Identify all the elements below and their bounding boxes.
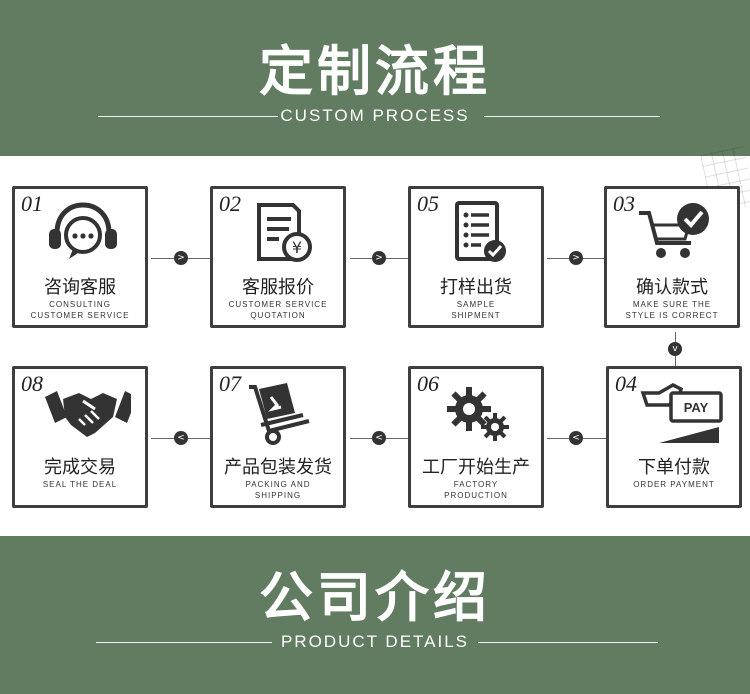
step-subtitle-line: SHIPPING [254, 491, 302, 500]
step-number: 01 [21, 191, 43, 216]
step-card-order-payment: 04 PAY 下单付款 ORDER PAYMENT [606, 366, 742, 508]
divider-right [478, 642, 658, 643]
step-number: 05 [417, 191, 439, 216]
step-subtitle-line: CONSULTING [49, 300, 111, 309]
page-title: 定制流程 [259, 40, 491, 103]
step-subtitle-line: CUSTOMER SERVICE [30, 311, 130, 320]
step-subtitle-line: CUSTOMER SERVICE [228, 300, 328, 309]
step-title: 产品包装发货 [224, 457, 332, 478]
arrow-down-icon: v [668, 342, 682, 356]
step-subtitle-line: ORDER PAYMENT [633, 480, 715, 489]
step-title: 确认款式 [636, 277, 708, 298]
step-subtitle-line: PRODUCTION [444, 491, 508, 500]
step-number: 08 [21, 371, 43, 396]
step-card-confirm-style: 03 确认款式 MAKE SURE THE STYLE IS CORRECT [604, 186, 740, 328]
headset-chat-icon [49, 202, 117, 259]
step-subtitle-line: SAMPLE [456, 300, 496, 309]
pay-card-icon: PAY [640, 383, 723, 443]
checklist-icon [455, 201, 506, 262]
step-card-consulting: 01 咨询客服 CONSULTING CUSTOMER SERVICE [12, 186, 148, 328]
step-card-sample-shipment: 05 打样出货 SAMPLE SHIPMENT [408, 186, 544, 328]
cart-check-icon [639, 203, 709, 258]
arrow-right-icon: > [569, 251, 583, 265]
step-card-quotation: 02 ¥ 客服报价 CUSTOMER SERVICE QUOTATION [210, 186, 346, 328]
arrow-left-icon: < [569, 431, 583, 445]
hand-truck-icon [249, 383, 310, 445]
step-subtitle: CUSTOMER SERVICE QUOTATION [213, 299, 343, 321]
step-subtitle: CONSULTING CUSTOMER SERVICE [15, 299, 145, 321]
svg-text:PAY: PAY [684, 400, 709, 415]
header-band: 定制流程 CUSTOM PROCESS [0, 0, 750, 156]
step-title: 下单付款 [638, 457, 710, 478]
gears-icon [447, 387, 509, 441]
divider-left [96, 642, 272, 643]
step-subtitle: MAKE SURE THE STYLE IS CORRECT [607, 299, 737, 321]
step-subtitle-line: PACKING AND [245, 480, 311, 489]
step-subtitle: SAMPLE SHIPMENT [411, 299, 541, 321]
arrow-left-icon: < [372, 431, 386, 445]
step-subtitle-line: STYLE IS CORRECT [625, 311, 719, 320]
arrow-right-icon: > [174, 251, 188, 265]
page-subtitle: CUSTOM PROCESS [280, 106, 470, 125]
step-title: 咨询客服 [44, 277, 116, 298]
step-subtitle: PACKING AND SHIPPING [213, 479, 343, 501]
divider-right [484, 116, 660, 117]
step-title: 完成交易 [44, 457, 116, 478]
step-card-factory-production: 06 工厂开始生产 FACTORY PRODUCTION [408, 366, 544, 508]
step-number: 06 [417, 371, 439, 396]
step-number: 04 [615, 371, 637, 396]
step-number: 02 [219, 191, 241, 216]
step-number: 07 [219, 371, 241, 396]
step-subtitle-line: SEAL THE DEAL [42, 480, 118, 489]
step-subtitle: ORDER PAYMENT [609, 479, 739, 490]
yen-document-icon: ¥ [257, 203, 312, 262]
divider-left [98, 116, 278, 117]
svg-text:¥: ¥ [292, 238, 302, 257]
step-subtitle: SEAL THE DEAL [15, 479, 145, 490]
step-subtitle: FACTORY PRODUCTION [411, 479, 541, 501]
step-title: 打样出货 [440, 277, 512, 298]
handshake-icon [45, 391, 131, 437]
step-subtitle-line: FACTORY [453, 480, 499, 489]
step-card-packing-shipping: 07 产品包装发货 PACKING AND SHIPPING [210, 366, 346, 508]
arrow-right-icon: > [372, 251, 386, 265]
footer-band: 公司介绍 PRODUCT DETAILS [0, 536, 750, 694]
step-number: 03 [613, 191, 635, 216]
step-title: 工厂开始生产 [422, 457, 530, 478]
step-subtitle-line: QUOTATION [250, 311, 306, 320]
section-title: 公司介绍 [259, 566, 491, 629]
step-card-seal-deal: 08 完成交易 SEAL THE DEAL [12, 366, 148, 508]
step-subtitle-line: MAKE SURE THE [632, 300, 712, 309]
step-title: 客服报价 [242, 277, 314, 298]
section-subtitle: PRODUCT DETAILS [280, 632, 470, 651]
step-subtitle-line: SHIPMENT [451, 311, 501, 320]
arrow-left-icon: < [174, 431, 188, 445]
